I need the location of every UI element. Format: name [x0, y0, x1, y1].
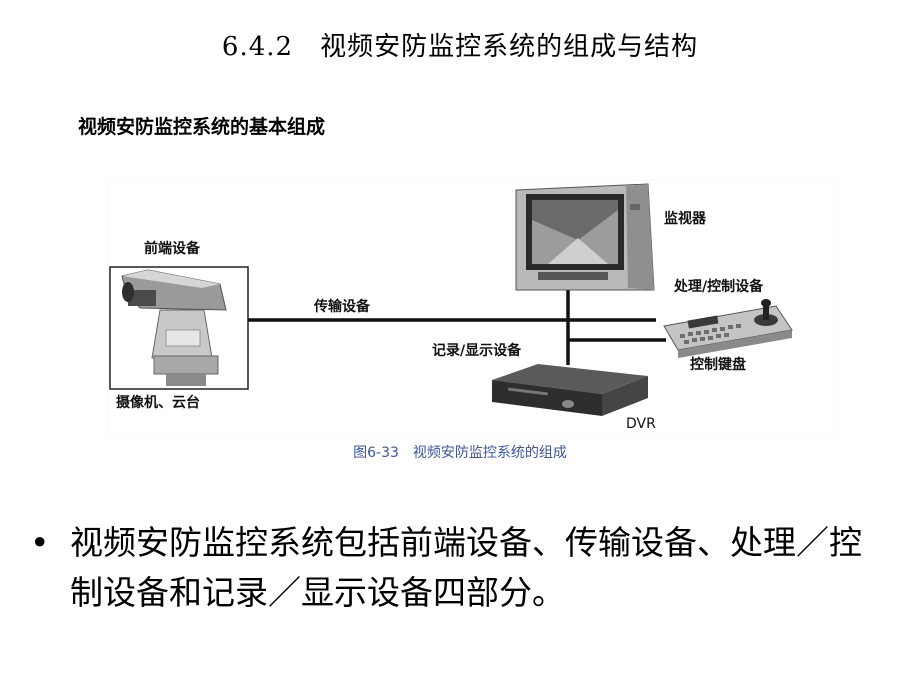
transmission-label: 传输设备 [314, 299, 370, 315]
camera-icon [121, 269, 227, 386]
camera-label: 摄像机、云台 [116, 395, 200, 411]
bullet-marker: • [30, 523, 50, 562]
front-end-box [109, 266, 249, 390]
front-end-label: 前端设备 [144, 241, 200, 257]
monitor-icon [515, 183, 655, 291]
dvr-label: DVR [626, 416, 656, 432]
system-diagram: 前端设备 摄像机、云台 传输设备 监视器 处理/控制设备 控制键盘 记录/显示设… [107, 179, 839, 439]
processing-label: 处理/控制设备 [674, 279, 764, 295]
bullet-text: 视频安防监控系统包括前端设备、传输设备、处理／控制设备和记录／显示设备四部分。 [70, 523, 862, 612]
keyboard-label: 控制键盘 [690, 357, 746, 373]
keyboard-icon [663, 299, 793, 358]
figure-caption: 图6-33 视频安防监控系统的组成 [353, 445, 567, 461]
figure-frame [107, 179, 839, 439]
monitor-label: 监视器 [664, 211, 706, 227]
diagram-illustration [107, 179, 839, 439]
dvr-icon [492, 364, 648, 416]
page-title: 6.4.2 视频安防监控系统的组成与结构 [221, 32, 699, 62]
section-subtitle: 视频安防监控系统的基本组成 [78, 116, 326, 138]
record-display-label: 记录/显示设备 [432, 343, 522, 359]
